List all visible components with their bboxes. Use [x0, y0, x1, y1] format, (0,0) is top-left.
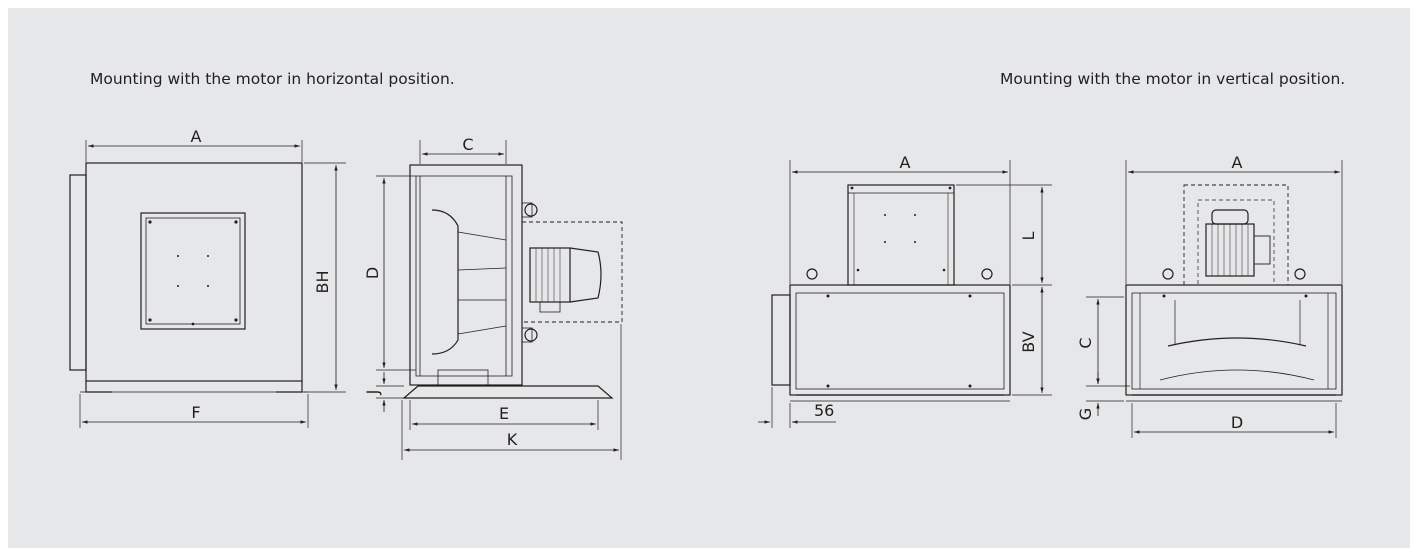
motor-cap — [1211, 209, 1249, 225]
dim-label-d: D — [363, 267, 382, 279]
dim-label-bh: BH — [313, 270, 332, 293]
side-base — [402, 385, 614, 399]
dim-label-a: A — [1232, 153, 1243, 172]
dim-label-k: K — [507, 430, 518, 449]
view-side-vertical: A C G D — [1076, 153, 1343, 438]
impeller — [1167, 337, 1307, 347]
drawing-panel — [8, 8, 1410, 548]
side-flange — [69, 174, 87, 371]
fan-body — [789, 284, 1011, 396]
dim-label-l: L — [1019, 231, 1038, 240]
caption-horizontal: Mounting with the motor in horizontal po… — [90, 70, 455, 88]
motor-housing — [847, 184, 955, 286]
view-front-vertical: A L BV 56 — [758, 153, 1052, 428]
view-front-horizontal: A BH F — [69, 127, 346, 428]
side-frame — [409, 164, 523, 386]
side-flange — [771, 294, 791, 386]
dim-label-c: C — [462, 135, 473, 154]
dim-label-e: E — [499, 404, 509, 423]
view-side-horizontal: C D J E K — [363, 135, 623, 460]
inlet-plate — [140, 212, 246, 330]
dim-label-56: 56 — [814, 401, 834, 420]
dim-label-d: D — [1231, 413, 1243, 432]
dim-label-a: A — [191, 127, 202, 146]
dim-label-bv: BV — [1019, 331, 1038, 352]
impeller — [431, 209, 459, 355]
dim-label-a: A — [900, 153, 911, 172]
dim-label-c: C — [1076, 337, 1095, 348]
dim-label-f: F — [191, 403, 200, 422]
caption-vertical: Mounting with the motor in vertical posi… — [1000, 70, 1346, 88]
motor-envelope — [521, 221, 623, 323]
fan-box — [85, 162, 303, 382]
dim-label-j: J — [363, 390, 382, 396]
dim-label-g: G — [1076, 408, 1095, 420]
box-feet — [85, 381, 303, 393]
